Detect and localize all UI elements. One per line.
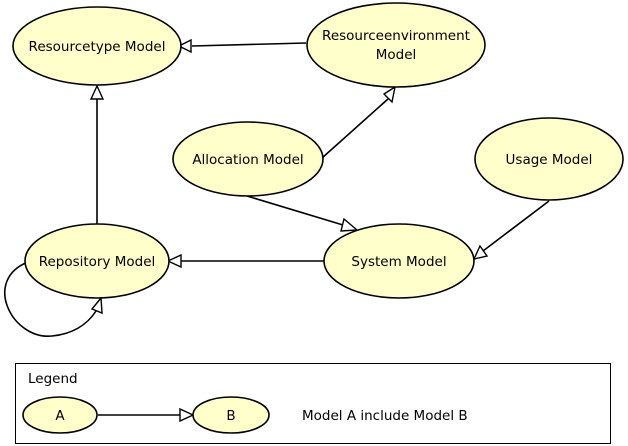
legend-box	[15, 363, 611, 444]
legend-node-b	[192, 396, 270, 434]
edge-resourceenvironment-to-resourcetype	[191, 42, 307, 47]
arrowhead-repository-bottom	[90, 296, 103, 315]
node-system-label: System Model	[351, 254, 446, 270]
node-repository-model	[24, 223, 170, 299]
legend-arrowhead	[179, 407, 195, 423]
legend-node-b-label: B	[226, 408, 235, 424]
edge-repository-self-loop	[4, 261, 97, 337]
node-system-model	[323, 223, 475, 299]
node-resourceenvironment-label-line2: Model	[376, 47, 417, 63]
node-repository-label: Repository Model	[39, 254, 156, 270]
arrowhead-repository-right	[166, 253, 182, 269]
node-allocation-label: Allocation Model	[192, 152, 303, 168]
node-resourcetype-model	[12, 6, 182, 86]
node-resourcetype-label: Resourcetype Model	[29, 39, 166, 55]
legend-description: Model A include Model B	[302, 408, 468, 424]
arrowhead-system-right	[472, 244, 489, 261]
edge-allocation-to-system	[246, 195, 344, 226]
node-usage-model	[474, 117, 624, 201]
legend-title: Legend	[28, 371, 78, 387]
arrowhead-resourcetype-bottom	[89, 84, 105, 100]
legend-node-a	[22, 396, 98, 434]
legend-node-a-label: A	[55, 408, 65, 424]
arrowhead-resourceenvironment-bottom	[382, 85, 397, 104]
arrowhead-resourcetype-right	[177, 38, 192, 54]
arrowhead-system-top-left	[340, 217, 359, 232]
edge-allocation-to-resourceenvironment	[321, 98, 389, 159]
node-allocation-model	[172, 121, 324, 197]
node-usage-label: Usage Model	[506, 152, 593, 168]
node-resourceenvironment-model	[306, 2, 486, 88]
node-resourceenvironment-label-line1: Resourceenvironment	[322, 28, 470, 44]
edge-usage-to-system	[482, 200, 550, 252]
